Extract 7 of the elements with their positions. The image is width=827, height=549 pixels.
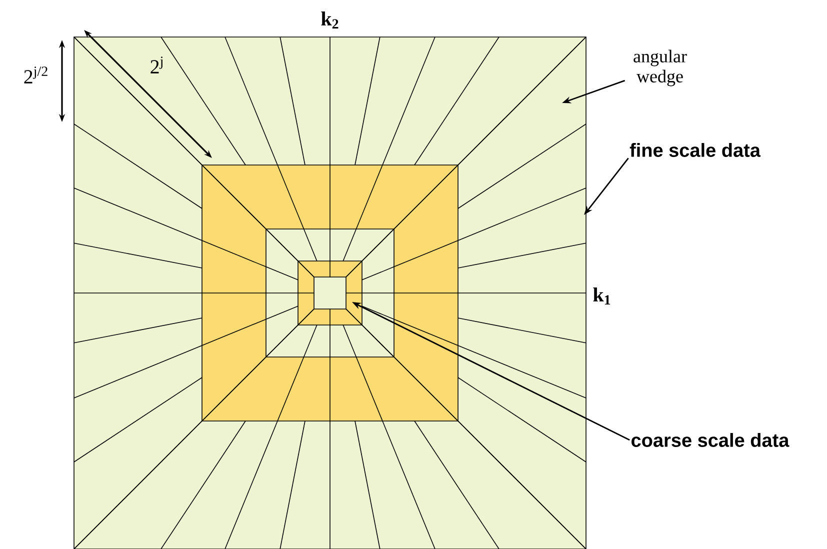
axis-label: k$_{1}$: [593, 288, 610, 304]
annotation-text: fine scale data: [630, 143, 761, 157]
axis-label: k$_{2}$: [321, 12, 338, 28]
annotation-text: coarse scale data: [632, 433, 790, 447]
annotation-text: angular wedge: [634, 50, 687, 86]
dimension-label: 2$^{j/2}$: [24, 66, 48, 84]
dimension-label: 2$^{j}$: [150, 56, 162, 74]
